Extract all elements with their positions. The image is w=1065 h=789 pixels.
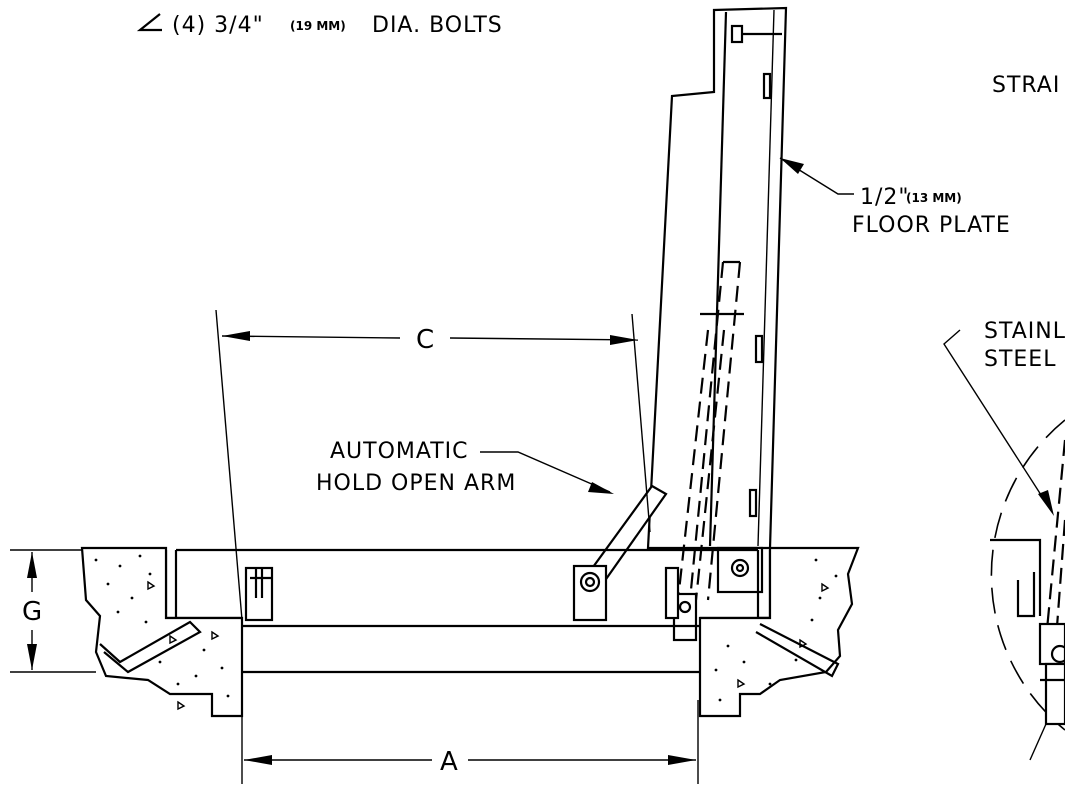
detail-hinge <box>1038 622 1065 666</box>
plate-lug-3 <box>748 488 758 518</box>
dim-c-arrow-left <box>222 331 250 341</box>
arm-callout: AUTOMATIC HOLD OPEN ARM <box>316 439 614 496</box>
hinge-assembly <box>716 546 764 594</box>
angle-symbol <box>136 13 162 32</box>
detail-spring-1 <box>1044 439 1065 641</box>
floor-plate-label: FLOOR PLATE <box>852 213 1011 238</box>
arm-label-line1: AUTOMATIC <box>330 439 469 464</box>
spring-line-2 <box>706 261 742 601</box>
detail-cut-line <box>1029 723 1047 761</box>
dim-a-label: A <box>440 747 458 777</box>
arm-label-line2: HOLD OPEN ARM <box>316 471 516 496</box>
floor-plate-callout: 1/2" (13 MM) FLOOR PLATE <box>779 157 1011 238</box>
plate-lug-2 <box>754 334 764 364</box>
hinge-pin <box>730 558 750 578</box>
spring-mount-pin <box>678 600 692 614</box>
dim-a-arrow-left <box>244 755 272 765</box>
bolt-desc-label: DIA. BOLTS <box>372 13 503 38</box>
floor-plate-metric-label: (13 MM) <box>906 191 962 205</box>
frame-channel <box>164 548 804 622</box>
left-angle-anchor <box>99 620 202 674</box>
bolt-size-label: (4) 3/4" <box>172 13 264 38</box>
concrete-left <box>80 546 244 718</box>
stainless-arrow <box>1038 490 1054 516</box>
detail-base <box>1044 662 1065 726</box>
dim-g-arrow-top <box>27 552 37 578</box>
concrete-right <box>698 546 860 718</box>
detail-view <box>990 419 1065 761</box>
hinge-pin-center <box>735 563 745 573</box>
concrete-right-body <box>698 546 860 718</box>
dim-c-label: C <box>416 325 434 355</box>
stainless-label-line1: STAINL <box>984 319 1065 344</box>
top-bolt <box>730 24 744 44</box>
stainless-callout: STAINL STEEL <box>943 319 1065 516</box>
spring-line-1 <box>688 261 725 601</box>
left-bolt-block <box>244 566 274 622</box>
plate-inner-edge <box>708 11 728 547</box>
c-ref-left <box>215 309 243 621</box>
bolt-metric-label: (19 MM) <box>290 19 346 33</box>
hold-open-arm <box>572 484 698 642</box>
concrete-left-speckle <box>94 554 230 711</box>
plate-lug-1 <box>762 72 772 100</box>
dimension-g: G <box>22 552 42 670</box>
arm-pivot-inner <box>584 576 596 588</box>
c-ref-right <box>631 313 651 533</box>
arm-pivot-outer <box>579 571 601 593</box>
stainless-leader <box>943 329 1053 513</box>
right-angle-anchor <box>755 623 840 678</box>
strap-label: STRAI <box>992 73 1060 98</box>
dimension-a: A <box>244 747 696 777</box>
detail-spring-2 <box>1054 519 1065 641</box>
floor-plate-arrow <box>780 158 804 174</box>
floor-plate-size-label: 1/2" <box>860 185 910 210</box>
detail-frame-1 <box>990 538 1042 616</box>
plate-inner-edge-2 <box>757 9 775 547</box>
spring-line-4 <box>694 329 726 601</box>
door-leaf <box>646 6 788 550</box>
dim-c-line-right <box>449 337 639 341</box>
arm-arrow <box>588 482 614 494</box>
concrete-right-speckle <box>714 558 838 702</box>
dim-a-arrow-right <box>668 755 696 765</box>
detail-hinge-pin <box>1050 644 1065 664</box>
detail-frame-2 <box>1016 572 1036 618</box>
concrete-left-body <box>80 546 244 718</box>
dim-c-arrow-right <box>610 335 638 345</box>
dimension-c: C <box>221 325 639 355</box>
right-bolt-block <box>664 566 680 620</box>
spring-line-3 <box>676 329 710 601</box>
detail-circle <box>990 419 1065 731</box>
gas-spring-dashed <box>676 260 744 601</box>
dim-g-label: G <box>22 597 42 627</box>
arm-bracket <box>572 564 608 622</box>
arm-leader <box>480 451 611 493</box>
bolt-note: (4) 3/4" (19 MM) DIA. BOLTS <box>136 13 503 38</box>
dim-c-line-left <box>221 335 401 339</box>
stainless-label-line2: STEEL <box>984 347 1056 372</box>
dim-g-arrow-bottom <box>27 644 37 670</box>
left-frame-wall <box>164 550 178 620</box>
